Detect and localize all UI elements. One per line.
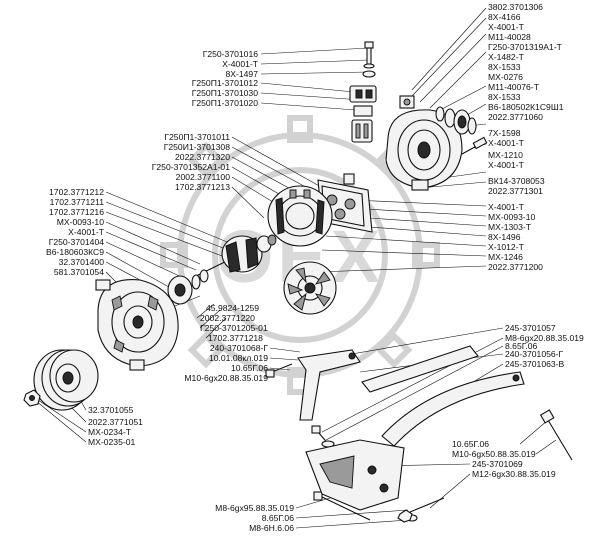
- label-8-65g-06-a: 8.65Г.06: [505, 341, 538, 351]
- label-m12-6gkh30: М12-6gх30.88.35.019: [472, 469, 556, 479]
- label-mkh-0234-t: МХ-0234-Т: [88, 427, 131, 437]
- label-8kh-1533-a: 8Х-1533: [488, 62, 521, 72]
- label-8-65g-06-b: 8.65Г.06: [261, 513, 294, 523]
- label-v6-180603ks9: В6-180603КС9: [46, 247, 104, 257]
- label-240-3701056-g: 240-3701056-Г: [505, 349, 564, 359]
- label-kh-4001-t-a: Х-4001-Т: [488, 22, 524, 32]
- label-g250-3701319a1-t: Г250-3701319А1-Т: [488, 42, 562, 52]
- label-245-3701063-v: 245-3701063-В: [505, 359, 565, 369]
- label-8kh-1496: 8Х-1496: [488, 232, 521, 242]
- label-2022-3771320: 2022.3771320: [175, 152, 230, 162]
- label-1702-3771218: 1702.3771218: [208, 333, 263, 343]
- label-kh-1482-t: Х-1482-Т: [488, 52, 524, 62]
- label-1702-3771211: 1702.3771211: [49, 197, 104, 207]
- label-m11-40076-t: М11-40076-Т: [488, 82, 539, 92]
- label-g250-3701404: Г250-3701404: [48, 237, 104, 247]
- front-housing-icon: [95, 279, 179, 371]
- label-mkh-1246: МХ-1246: [488, 252, 523, 262]
- mounting-bolts-icon: [265, 363, 573, 523]
- fan-impeller-icon: [283, 261, 337, 315]
- label-mkh-0235-01: МХ-0235-01: [88, 437, 136, 447]
- label-10-65g-06-a: 10.65Г.06: [230, 363, 268, 373]
- label-1702-3771212: 1702.3771212: [49, 187, 104, 197]
- label-m10-6gkh50: М10-6gх50.88.35.019: [452, 449, 536, 459]
- label-vk14-3708053: ВК14-3708053: [488, 176, 545, 186]
- label-mkh-1210: МХ-1210: [488, 150, 523, 160]
- stator-icon: [267, 185, 333, 247]
- pulley-icon: [33, 349, 99, 411]
- rear-bearing-icon: [435, 106, 477, 135]
- label-mkh-0093-10-b: МХ-0093-10: [56, 217, 104, 227]
- label-g250-3701016: Г250-3701016: [202, 49, 258, 59]
- label-m11-40028: М11-40028: [488, 32, 531, 42]
- label-2022-3771200: 2022.3771200: [488, 262, 543, 272]
- brush-holder-icon: [349, 85, 377, 143]
- label-2002-3771220: 2002.3771220: [200, 313, 255, 323]
- label-3802-3701306: 3802.3701306: [488, 2, 543, 12]
- label-g250-3701352a1-01: Г250-3701352А1-01: [151, 162, 230, 172]
- label-kh-4001-t-b: Х-4001-Т: [488, 138, 524, 148]
- label-mkh-1303-t: МХ-1303-Т: [488, 222, 531, 232]
- label-g250p1-3701020: Г250П1-3701020: [191, 98, 258, 108]
- label-8kh-1497: 8Х-1497: [225, 69, 259, 79]
- label-32-3701400: 32.3701400: [58, 257, 104, 267]
- label-kh-4001-t-e: Х-4001-Т: [222, 59, 258, 69]
- label-7kh-1598: 7Х-1598: [488, 128, 521, 138]
- label-kh-4001-t-f: Х-4001-Т: [68, 227, 104, 237]
- label-g250p1-3701011: Г250П1-3701011: [164, 132, 230, 142]
- label-1702-3771213: 1702.3771213: [175, 182, 230, 192]
- tension-bracket-icon: [297, 345, 479, 421]
- label-240-3701068-g: 240-3701068-Г: [209, 343, 268, 353]
- label-g250i1-3701308: Г250И1-3701308: [163, 142, 230, 152]
- front-bearing-icon: [167, 269, 209, 305]
- label-m8-6n-6-06: М8-6Н.6.06: [249, 523, 294, 533]
- label-mkh-0093-10-a: МХ-0093-10: [488, 212, 536, 222]
- mounting-bracket-icon: [305, 439, 405, 511]
- label-kh-4001-t-d: Х-4001-Т: [488, 202, 524, 212]
- pulley-nut-icon: [23, 389, 41, 407]
- adjusting-bar-icon: [381, 371, 525, 447]
- label-8kh-1533-b: 8Х-1533: [488, 92, 521, 102]
- leader-lines: [29, 7, 557, 529]
- label-v6-180502k1s9sh1: В6-180502К1С9Ш1: [488, 102, 564, 112]
- label-2022-3771051: 2022.3771051: [88, 417, 143, 427]
- label-8kh-4166: 8Х-4166: [488, 12, 521, 22]
- label-g250-3701205-01: Г250-3701205-01: [200, 323, 268, 333]
- label-245-3701069: 245-3701069: [472, 459, 523, 469]
- label-m8-6gkh95: М8-6gх95.88.35.019: [215, 503, 294, 513]
- label-581-3701054: 581.3701054: [53, 267, 104, 277]
- label-kh-4001-t-c: Х-4001-Т: [488, 160, 524, 170]
- label-45-9824-1259: 45.9824-1259: [206, 303, 260, 313]
- label-2022-3771060: 2022.3771060: [488, 112, 543, 122]
- label-mkh-0276: МХ-0276: [488, 72, 523, 82]
- label-245-3701057: 245-3701057: [505, 323, 556, 333]
- label-10-65g-06-b: 10.65Г.06: [452, 439, 490, 449]
- label-2002-3771100: 2002.3771100: [175, 172, 230, 182]
- label-g250p1-3701030: Г250П1-3701030: [191, 88, 258, 98]
- rear-cover-icon: [385, 95, 463, 191]
- capacitor-icon: [461, 136, 488, 155]
- label-m10-6gkh20: М10-6gх20.88.35.019: [184, 373, 268, 383]
- brush-holder-bolt-icon: [362, 41, 376, 78]
- label-kh-1012-t: Х-1012-Т: [488, 242, 524, 252]
- label-g250p1-3701012: Г250П1-3701012: [191, 78, 258, 88]
- label-32-3701055: 32.3701055: [88, 405, 134, 415]
- rotor-icon: [195, 234, 277, 277]
- label-1702-3771216: 1702.3771216: [49, 207, 104, 217]
- label-m8-6gkh20: М8-6gх20.88.35.019: [505, 333, 584, 343]
- label-2022-3771301: 2022.3771301: [488, 186, 543, 196]
- label-10-01-08kl-019: 10.01.08кл.019: [208, 353, 268, 363]
